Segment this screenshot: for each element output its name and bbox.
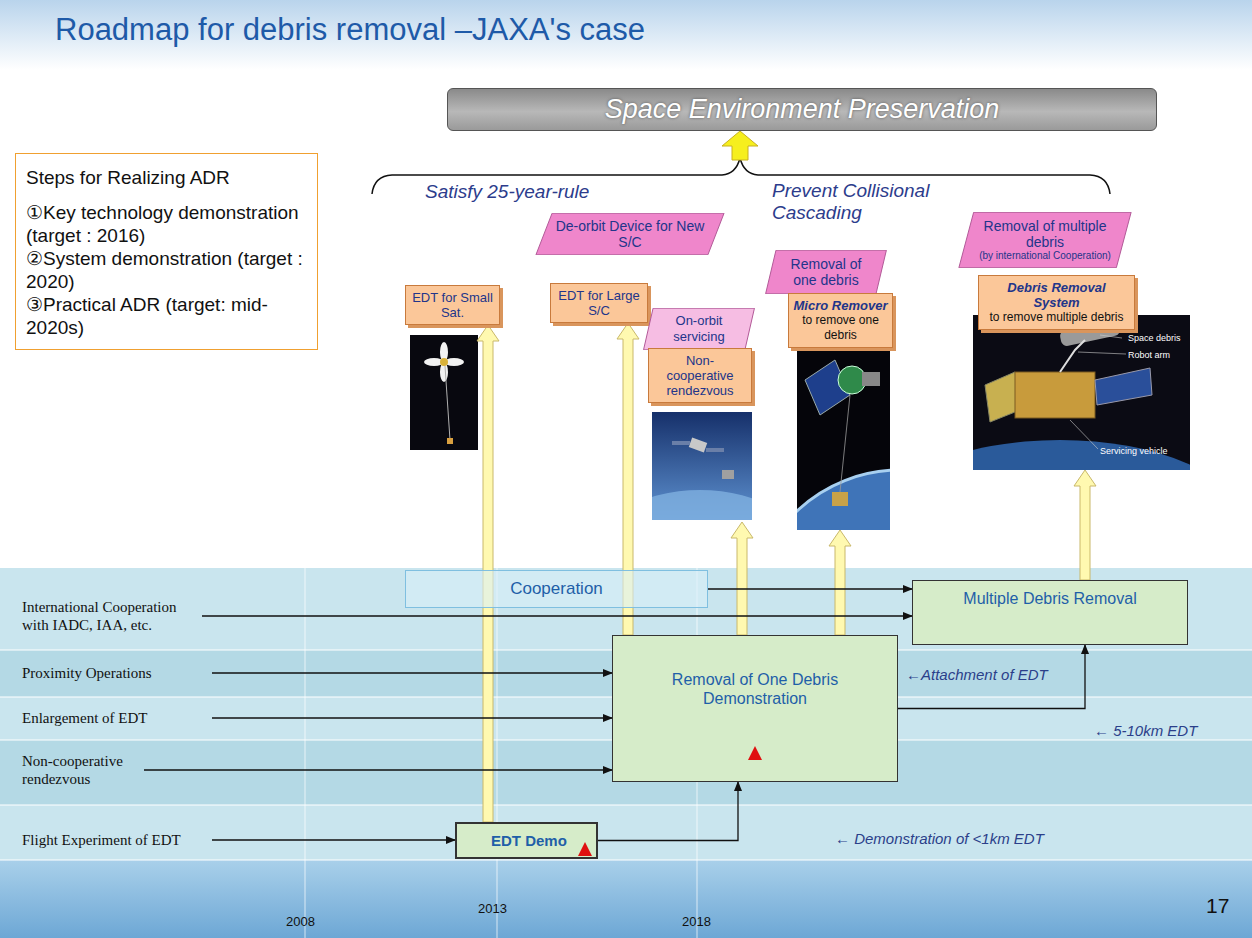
node-text: Proximity Operations xyxy=(22,664,212,682)
node-text: Enlargement of EDT xyxy=(22,709,212,727)
box-fill: Debris Removal Systemto remove multiple … xyxy=(978,275,1135,330)
node-text: Debris Removal System xyxy=(983,280,1130,310)
parallelogram-outline xyxy=(959,212,1131,267)
node-subtext: ①Key technology demonstration (target : … xyxy=(26,201,307,247)
node-text: Removal of one debris xyxy=(781,256,871,288)
node-text: EDT for Large S/C xyxy=(555,288,643,318)
connector-arrow xyxy=(708,588,912,589)
connector-arrow xyxy=(144,769,612,770)
objective-parallelogram: Removal of multiple debris(by internatio… xyxy=(958,212,1132,268)
node-text: Cooperation xyxy=(412,579,701,599)
image-label: Servicing vehicle xyxy=(1100,446,1168,456)
cooperation-box: Cooperation xyxy=(405,570,708,608)
row-label: Non-cooperative rendezvous xyxy=(22,752,144,788)
capability-box: Debris Removal Systemto remove multiple … xyxy=(973,275,1190,470)
annotation: ← 5-10km EDT xyxy=(1094,722,1244,739)
node-text: EDT Demo xyxy=(491,832,588,849)
year-label: 2018 xyxy=(682,914,742,929)
row-label: Proximity Operations xyxy=(22,664,212,682)
connector-arrow xyxy=(202,615,912,616)
goal-arrow xyxy=(722,131,758,160)
capability-box: EDT for Small Sat. xyxy=(405,285,500,325)
node-text: Non-cooperative rendezvous xyxy=(22,752,144,788)
connector-arrow xyxy=(898,645,1085,709)
node-text: Space Environment Preservation xyxy=(456,94,1148,125)
rendezvous-image xyxy=(652,412,752,520)
row-label: Enlargement of EDT xyxy=(22,709,212,727)
objective-parallelogram: De-orbit Device for New S/C xyxy=(535,213,725,255)
node-text: Micro Remover xyxy=(793,298,888,313)
annotation: ← Demonstration of <1km EDT xyxy=(835,830,1095,847)
node-text: International Cooperation with IADC, IAA… xyxy=(22,598,202,634)
objective-parallelogram: Removal of one debris xyxy=(765,250,887,294)
parallelogram-outline xyxy=(644,308,755,350)
page-number: 17 xyxy=(1206,894,1246,918)
connector-arrow xyxy=(212,717,612,718)
milestone-box: EDT Demo xyxy=(455,822,598,859)
box-fill: EDT for Small Sat. xyxy=(405,285,500,325)
box-fill: Micro Removerto remove one debris xyxy=(788,293,893,348)
small-sat-image xyxy=(410,335,478,450)
image-label: Space debris xyxy=(1128,333,1181,343)
node-text: EDT for Small Sat. xyxy=(410,290,495,320)
node-text: Flight Experiment of EDT xyxy=(22,831,212,849)
year-label: 2013 xyxy=(478,901,538,916)
node-subtext: ③Practical ADR (target: mid-2020s) xyxy=(26,293,307,339)
row-label: Flight Experiment of EDT xyxy=(22,831,212,849)
objective-parallelogram: On-orbit servicing xyxy=(643,308,755,350)
progress-arrow xyxy=(731,522,753,635)
removal-system-image xyxy=(973,315,1190,470)
annotation: Prevent Collisional Cascading xyxy=(772,180,957,224)
box-fill: Non-cooperative rendezvous xyxy=(648,348,752,403)
node-subtext: (by international Cooperation) xyxy=(974,250,1116,262)
node-text: De-orbit Device for New S/C xyxy=(551,218,709,250)
node-text: Multiple Debris Removal xyxy=(921,589,1179,608)
node-text: Steps for Realizing ADR xyxy=(26,166,307,189)
box-fill: EDT for Large S/C xyxy=(550,283,648,323)
parallelogram-outline xyxy=(536,213,724,255)
annotation: Satisfy 25-year-rule xyxy=(425,181,645,203)
header-band xyxy=(0,0,1252,70)
connector-arrow xyxy=(598,782,738,841)
capability-box: Non-cooperative rendezvous xyxy=(648,348,752,522)
node-text: Removal of multiple debris xyxy=(974,218,1116,250)
goal-box: Space Environment Preservation xyxy=(447,88,1157,131)
steps-box: Steps for Realizing ADR ①Key technology d… xyxy=(15,153,318,350)
annotation: ←Attachment of EDT xyxy=(906,666,1066,683)
row-label: International Cooperation with IADC, IAA… xyxy=(22,598,202,634)
parallelogram-outline xyxy=(766,250,887,294)
progress-arrow xyxy=(829,530,851,635)
progress-arrow xyxy=(1074,470,1096,580)
milestone-box: Multiple Debris Removal xyxy=(912,580,1188,645)
node-subtext: to remove multiple debris xyxy=(983,310,1130,325)
node-text: On-orbit servicing xyxy=(659,313,739,345)
image-label: Robot arm xyxy=(1128,350,1170,360)
connector-arrow xyxy=(212,839,455,840)
connector-arrow xyxy=(212,672,612,673)
milestone-box: Removal of One Debris Demonstration xyxy=(612,635,898,782)
node-text: Non-cooperative rendezvous xyxy=(653,353,747,398)
slide-title: Roadmap for debris removal –JAXA's case xyxy=(55,12,645,48)
capability-box: Micro Removerto remove one debris xyxy=(788,293,893,530)
node-subtext: ②System demonstration (target : 2020) xyxy=(26,247,307,293)
year-label: 2008 xyxy=(286,914,346,929)
node-subtext: to remove one debris xyxy=(793,313,888,343)
capability-box: EDT for Large S/C xyxy=(550,283,648,323)
micro-remover-image xyxy=(797,345,890,530)
node-text: Removal of One Debris Demonstration xyxy=(621,670,889,708)
